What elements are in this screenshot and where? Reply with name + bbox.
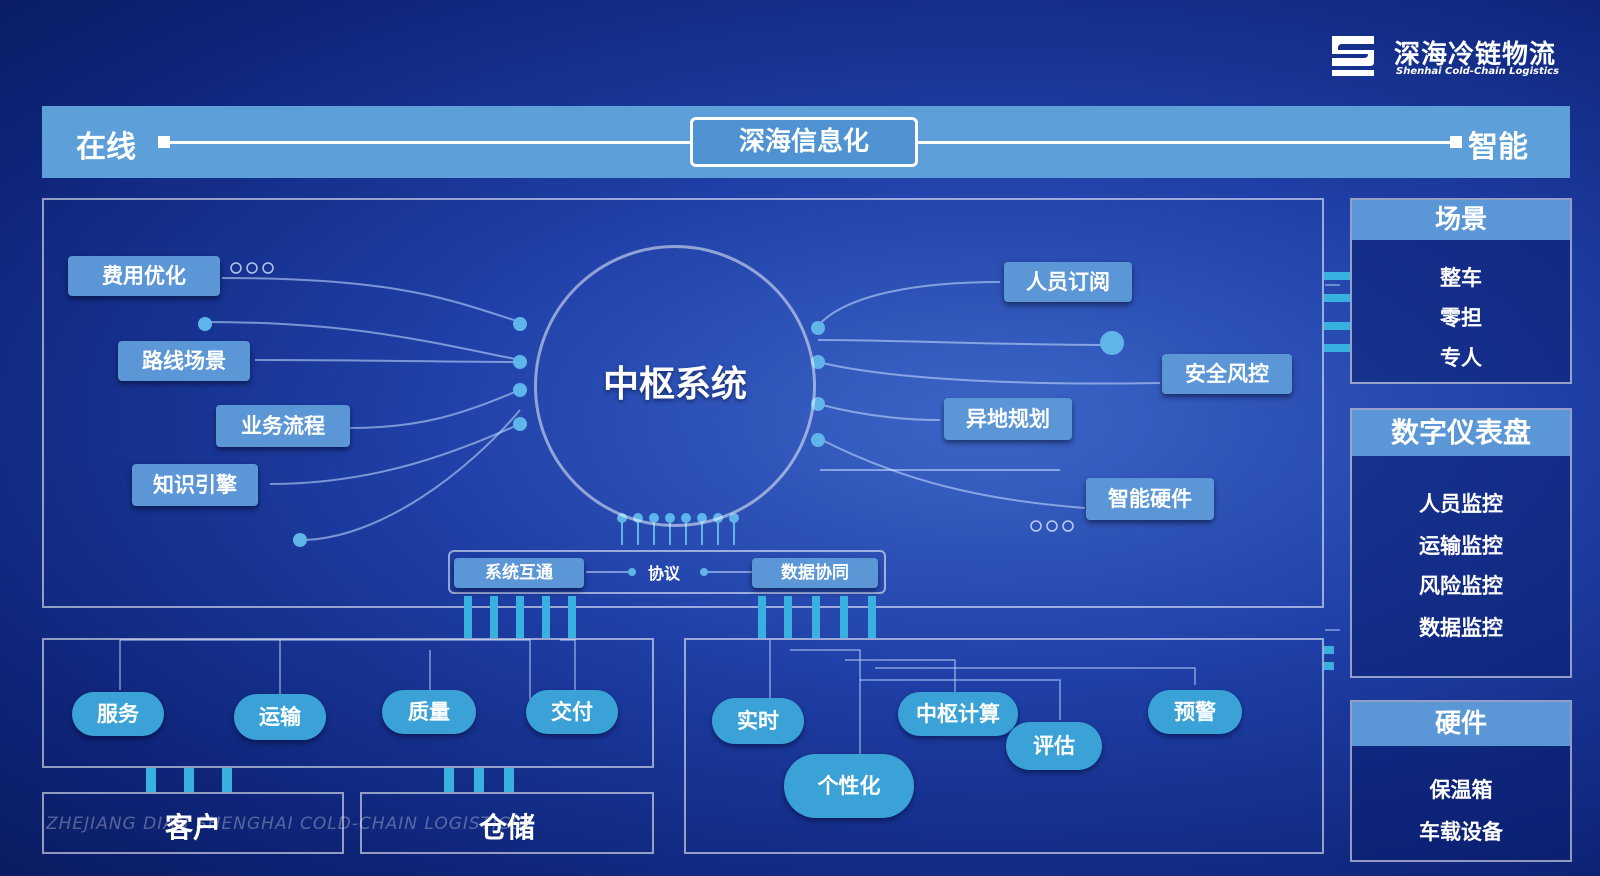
cloud-realtime: 实时 — [712, 698, 804, 744]
link-bar — [474, 768, 484, 792]
cloud-quality: 质量 — [382, 690, 476, 734]
hub-circle — [534, 245, 816, 527]
link-bar — [444, 768, 454, 792]
dashboard-panel: 数字仪表盘 人员监控 运输监控 风险监控 数据监控 — [1350, 408, 1572, 678]
link-bar — [1324, 294, 1350, 302]
cloud-warning: 预警 — [1148, 690, 1242, 734]
brand-logo-icon — [1332, 36, 1374, 76]
hub-title: 中枢系统 — [602, 364, 747, 405]
warehouse-frame — [360, 792, 654, 854]
link-bar — [222, 768, 232, 792]
scene-panel: 场景 整车 零担 专人 — [1350, 198, 1572, 384]
hub-frame — [42, 198, 1324, 608]
dashboard-item: 风险监控 — [1419, 574, 1503, 598]
link-bar — [490, 596, 498, 638]
tag-system-interconnect: 系统互通 — [454, 558, 584, 588]
watermark-text: ZHEJIANG DIAN SHENGHAI COLD-CHAIN LOGIST… — [46, 814, 524, 834]
tag-cost-optimization: 费用优化 — [68, 256, 220, 296]
link-bar — [1324, 322, 1350, 330]
scene-item: 零担 — [1440, 306, 1482, 330]
hardware-item: 保温箱 — [1429, 778, 1493, 802]
hardware-panel: 硬件 保温箱 车载设备 — [1350, 700, 1572, 862]
customer-frame — [42, 792, 344, 854]
dashboard-item: 数据监控 — [1419, 616, 1503, 640]
tag-data-collaboration: 数据协同 — [752, 558, 878, 588]
customer-label: 客户 — [164, 811, 221, 844]
cloud-transport: 运输 — [234, 694, 326, 740]
link-bar — [840, 596, 848, 638]
warehouse-label: 仓储 — [478, 811, 535, 844]
hardware-item: 车载设备 — [1419, 820, 1503, 844]
link-bar — [516, 596, 524, 638]
link-bar — [1324, 662, 1334, 670]
cloud-delivery: 交付 — [526, 690, 618, 734]
scene-item: 整车 — [1440, 266, 1482, 290]
cloud-hub-computing: 中枢计算 — [898, 692, 1018, 736]
brand-name: 深海冷链物流 — [1394, 40, 1557, 70]
link-bar — [784, 596, 792, 638]
right-data-frame — [684, 638, 1324, 854]
hardware-panel-title: 硬件 — [1352, 702, 1570, 746]
link-bar — [1324, 272, 1350, 280]
left-service-frame — [42, 638, 654, 768]
link-bar — [184, 768, 194, 792]
tag-route-scenario: 路线场景 — [118, 341, 250, 381]
link-bar — [464, 596, 472, 638]
link-bar — [758, 596, 766, 638]
banner-right-dot — [1450, 136, 1462, 148]
link-bar — [868, 596, 876, 638]
link-bar — [146, 768, 156, 792]
protocol-label: 协议 — [648, 564, 681, 583]
link-bar — [1324, 344, 1350, 352]
tag-safety-risk-control: 安全风控 — [1162, 354, 1292, 394]
dashboard-item: 运输监控 — [1419, 534, 1503, 558]
dashboard-item: 人员监控 — [1419, 492, 1503, 516]
cloud-assessment: 评估 — [1006, 722, 1102, 770]
tag-knowledge-engine: 知识引擎 — [132, 464, 258, 506]
link-bar — [1324, 646, 1334, 654]
dashboard-panel-title: 数字仪表盘 — [1352, 410, 1570, 456]
link-bar — [568, 596, 576, 638]
banner-left-dot — [158, 136, 170, 148]
link-bar — [542, 596, 550, 638]
tag-smart-hardware: 智能硬件 — [1086, 478, 1214, 520]
cloud-service: 服务 — [72, 692, 164, 736]
tag-staff-subscription: 人员订阅 — [1004, 262, 1132, 302]
connector-frame — [448, 550, 886, 594]
cloud-personalization: 个性化 — [784, 754, 914, 818]
scene-panel-title: 场景 — [1352, 200, 1570, 240]
banner-right-label: 智能 — [1468, 130, 1528, 165]
link-bar — [504, 768, 514, 792]
link-bar — [812, 596, 820, 638]
banner-center-label: 深海信息化 — [690, 117, 918, 167]
tag-business-process: 业务流程 — [216, 405, 350, 447]
tag-remote-planning: 异地规划 — [944, 398, 1072, 440]
brand-name-english: Shenhai Cold-Chain Logistics — [1396, 66, 1560, 77]
scene-item: 专人 — [1440, 346, 1482, 370]
banner-left-label: 在线 — [76, 130, 136, 165]
